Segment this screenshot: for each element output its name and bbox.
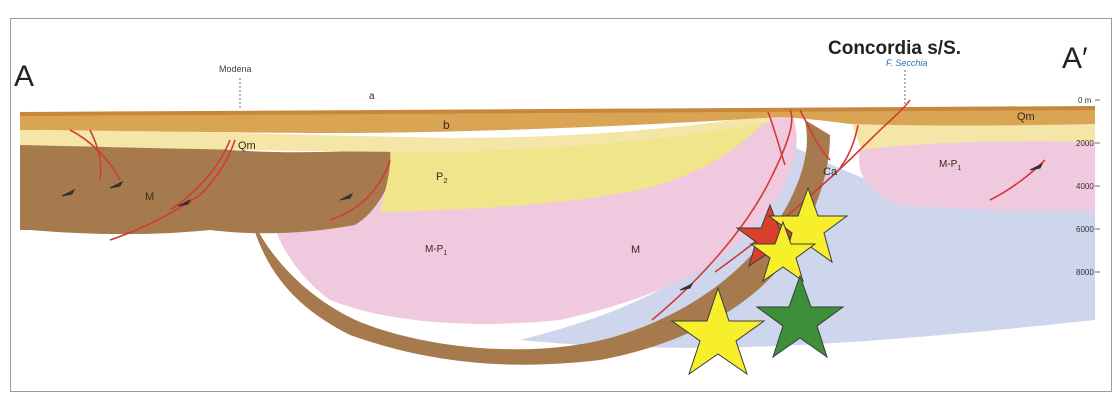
unit-qm-right-label: Qm	[1017, 111, 1035, 123]
unit-m-center-label: M	[631, 244, 640, 256]
unit-mp1-right-label: M-P1	[939, 159, 961, 172]
section-start-label: A	[14, 60, 34, 94]
depth-label-2000: 2000	[1076, 139, 1094, 148]
mp1-unit-right-layer	[859, 139, 1095, 210]
unit-a-label: a	[369, 91, 375, 102]
river-label: F. Secchia	[886, 58, 927, 68]
depth-label-8000: 8000	[1076, 268, 1094, 277]
town-left-label: Modena	[219, 64, 252, 74]
town-main-label: Concordia s/S.	[828, 38, 961, 60]
unit-mp1-center-label: M-P1	[425, 244, 447, 257]
unit-qm-left-label: Qm	[238, 140, 256, 152]
depth-scale-ticks	[1095, 100, 1100, 272]
m-unit-left-layer	[20, 138, 400, 234]
section-end-label: A′	[1062, 42, 1088, 76]
depth-label-0: 0 m	[1078, 96, 1091, 105]
unit-b-label: b	[443, 118, 450, 132]
unit-m-left-label: M	[145, 191, 154, 203]
depth-label-4000: 4000	[1076, 182, 1094, 191]
depth-label-6000: 6000	[1076, 225, 1094, 234]
unit-ca-label: Ca	[823, 166, 837, 178]
unit-p2-label: P2	[436, 171, 448, 185]
